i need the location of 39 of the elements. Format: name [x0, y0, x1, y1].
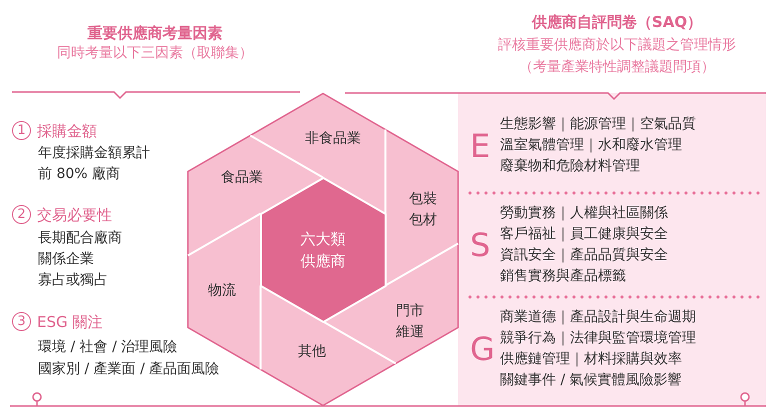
topic-text: 銷售實務與產品標籤: [500, 267, 626, 286]
list-text: 長期配合廠商: [38, 229, 122, 248]
list-text: 環境 / 社會 / 治理風險: [38, 338, 178, 357]
topic-text: 供應鏈管理｜材料採購與效率: [500, 350, 682, 369]
number-badge: 3: [12, 312, 31, 331]
category-letter: S: [470, 226, 490, 264]
list-text: 國家別 / 產業面 / 產品面風險: [38, 360, 220, 379]
list-text: 年度採購金額累計: [38, 144, 150, 163]
segment-label: 物流: [208, 280, 236, 302]
item-heading: 採購金額: [37, 121, 97, 142]
topic-text: 商業道德｜產品設計與生命週期: [500, 308, 696, 327]
topic-text: 溫室氣體管理｜水和廢水管理: [500, 136, 682, 155]
subheading: 同時考量以下三因素（取聯集）: [57, 44, 253, 63]
topic-text: 廢棄物和危險材料管理: [500, 157, 640, 176]
segment-label: 食品業: [221, 168, 263, 188]
section-heading: 重要供應商考量因素: [88, 23, 222, 43]
section-heading: 供應商自評問卷（SAQ）: [532, 12, 702, 32]
number-badge: 2: [12, 205, 31, 224]
number-badge: 1: [12, 121, 31, 140]
info-panel: [458, 93, 766, 406]
topic-text: 生態影響｜能源管理｜空氣品質: [500, 115, 696, 134]
segment-label: 包裝包材: [408, 189, 438, 231]
topic-text: 關鍵事件 / 氣候實體風險影響: [500, 371, 682, 390]
segment-label: 門市維運: [395, 301, 425, 343]
topic-text: 資訊安全｜產品品質與安全: [500, 246, 668, 265]
topic-text: 勞動實務｜人權與社區關係: [500, 204, 668, 223]
list-text: 前 80% 廠商: [38, 165, 120, 184]
segment-label: 其他: [298, 342, 326, 362]
list-text: 關係企業: [38, 250, 94, 269]
category-letter: G: [470, 330, 495, 368]
item-heading: 交易必要性: [37, 205, 112, 226]
category-letter: E: [470, 126, 490, 164]
list-text: 寡占或獨占: [38, 271, 108, 290]
item-heading: ESG 關注: [37, 312, 102, 333]
topic-text: 客戶福祉｜員工健康與安全: [500, 225, 668, 244]
topic-text: 競爭行為｜法律與監管環境管理: [500, 329, 696, 348]
segment-label: 非食品業: [305, 128, 361, 150]
subheading: 評核重要供應商於以下議題之管理情形: [498, 36, 736, 55]
subheading: （考量產業特性調整議題問項）: [519, 58, 715, 77]
